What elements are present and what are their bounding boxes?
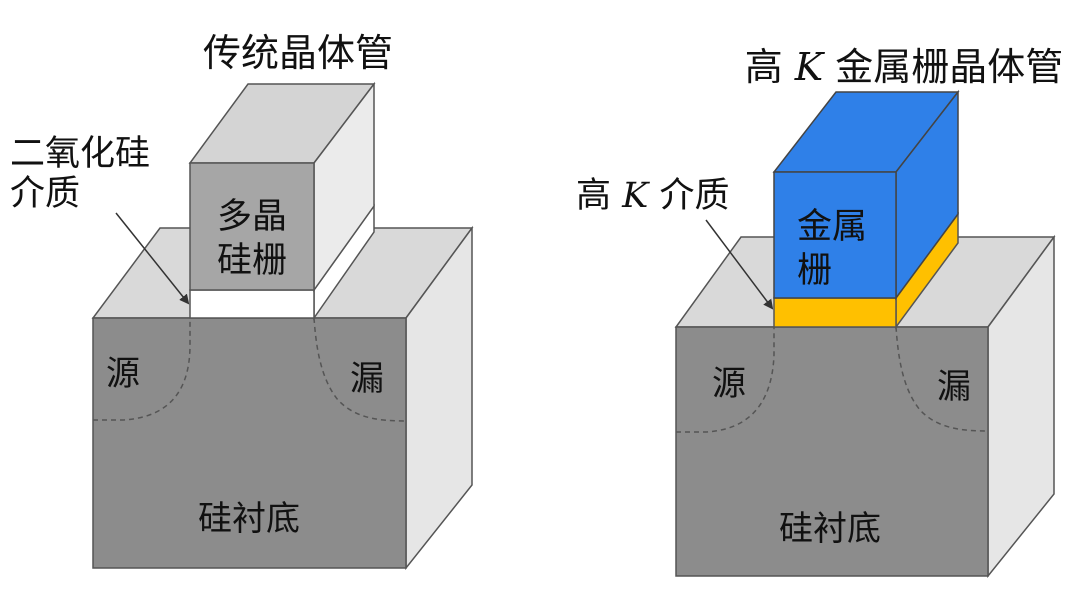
left-dielectric-pointer-arrow <box>115 212 190 305</box>
high-k-metal-gate-transistor: 高 K 金属栅晶体管 高 K 介质 金属 栅 源 漏 硅衬底 <box>576 45 1064 579</box>
right-dielectric-pointer-arrow <box>705 219 774 310</box>
left-drain-doping-boundary <box>313 317 407 422</box>
left-drain-label: 漏 <box>350 359 384 399</box>
right-title: 高 K 金属栅晶体管 <box>745 45 1064 89</box>
right-substrate-front-face <box>675 326 989 577</box>
right-drain-label: 漏 <box>937 367 971 407</box>
right-high-k-front-face <box>773 297 897 328</box>
left-substrate-label: 硅衬底 <box>198 499 300 539</box>
right-source-label: 源 <box>712 364 746 404</box>
left-title: 传统晶体管 <box>203 31 393 75</box>
left-poly-gate-front-face <box>189 162 315 291</box>
left-dielectric-label-line2: 介质 <box>10 174 80 214</box>
right-gate-label-line1: 金属 <box>797 207 867 247</box>
left-gate-label-line1: 多晶 <box>217 197 287 237</box>
right-dielectric-label: 高 K 介质 <box>576 176 729 216</box>
right-drain-doping-boundary <box>895 326 989 432</box>
right-substrate-label: 硅衬底 <box>779 509 881 549</box>
left-source-doping-boundary <box>93 318 191 421</box>
traditional-transistor: 传统晶体管 二氧化硅 介质 多晶 硅栅 源 漏 硅衬底 <box>10 31 474 571</box>
right-gate-label-line2: 栅 <box>797 251 832 291</box>
left-source-label: 源 <box>106 354 140 394</box>
left-oxide-front-face <box>189 289 315 319</box>
left-dielectric-label-line1: 二氧化硅 <box>10 134 150 174</box>
left-gate-label-line2: 硅栅 <box>217 241 287 281</box>
right-source-doping-boundary <box>676 327 775 433</box>
right-metal-gate-front-face <box>773 171 897 299</box>
left-substrate-front-face <box>92 317 407 569</box>
